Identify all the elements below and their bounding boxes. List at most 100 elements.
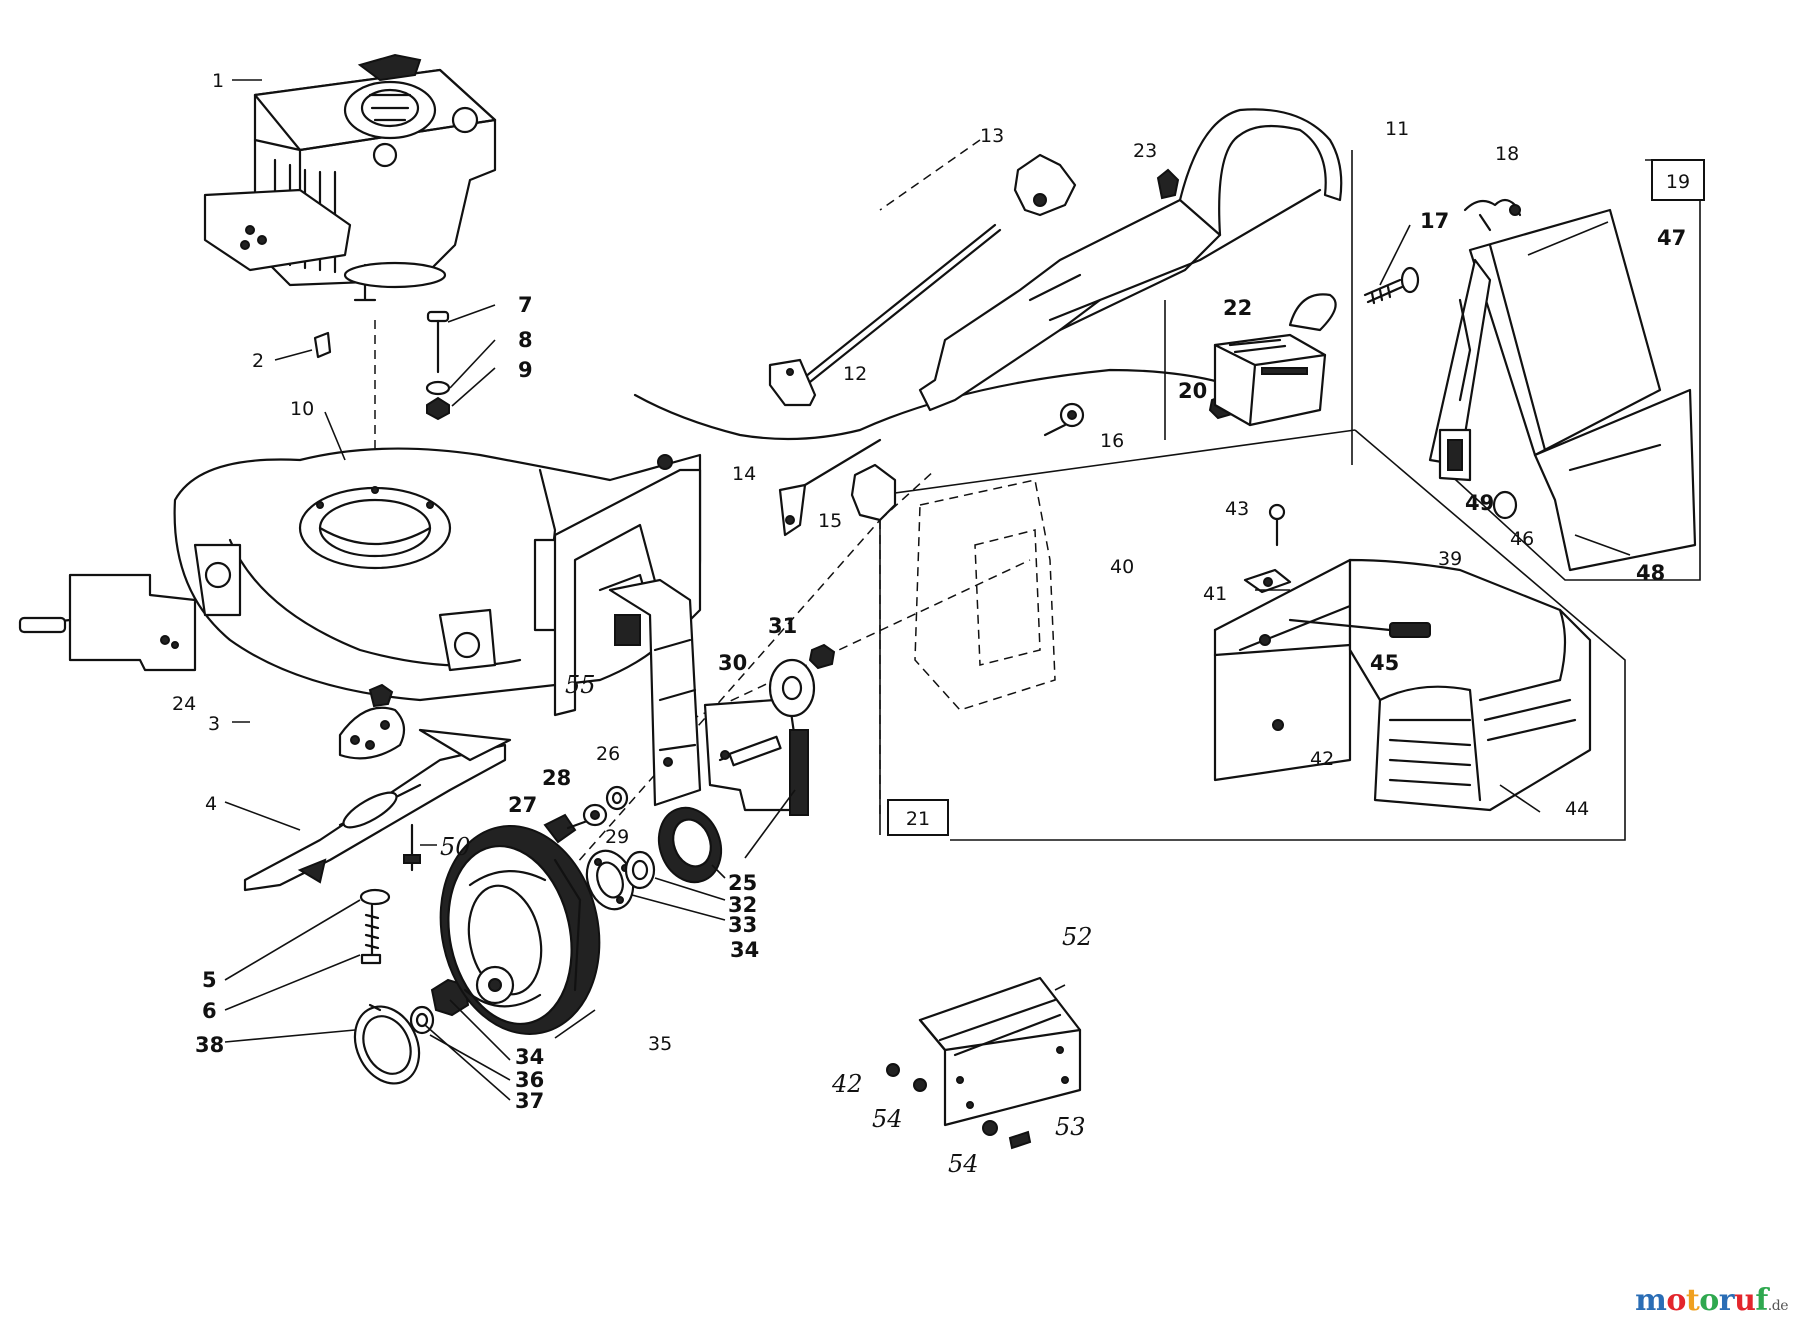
part-label-28: 28: [542, 766, 571, 790]
bracket-part-49: [1438, 428, 1472, 482]
part-label-50: 50: [440, 833, 471, 861]
part-label-31: 31: [768, 614, 797, 638]
watermark-letter: t: [1685, 1283, 1700, 1318]
part-label-34-lower: 34: [515, 1045, 544, 1069]
rear-flap-part-47: [1428, 208, 1662, 467]
part-label-45: 45: [1370, 651, 1399, 675]
part-label-24: 24: [172, 693, 196, 715]
part-label-41: 41: [1203, 583, 1227, 605]
hub-cap-part-38: [353, 1003, 421, 1085]
part-label-26: 26: [596, 743, 620, 765]
part-label-12: 12: [843, 363, 867, 385]
part-label-33: 33: [728, 913, 757, 937]
spacer-part-33: [624, 850, 656, 890]
watermark-tld: .de: [1767, 1298, 1789, 1314]
nut-part-36: [430, 978, 470, 1017]
part-label-20: 20: [1178, 379, 1207, 403]
part-label-35: 35: [648, 1033, 672, 1055]
clamp-part-41: [1243, 568, 1292, 594]
control-cable: [633, 368, 1232, 441]
part-label-17: 17: [1420, 209, 1449, 233]
bag-frame-part-40: [914, 479, 1056, 711]
part-label-2: 2: [252, 350, 264, 372]
part-labels: 1 2 3 4 5 6 7 8 9 10 11 12 13 14 15 16 1…: [172, 70, 1686, 1178]
part-label-5: 5: [202, 968, 217, 992]
part-label-42: 42: [1310, 748, 1334, 770]
knob-part-13: [1013, 153, 1077, 217]
part-label-54-upper: 54: [872, 1105, 903, 1133]
part-label-8: 8: [518, 328, 533, 352]
wheel-part-35: [439, 825, 601, 1035]
bolt-part-17: [1363, 266, 1420, 305]
bolt-part-45: [1259, 618, 1431, 731]
bag-part-44: [1348, 558, 1592, 812]
spring-part-18: [1463, 198, 1522, 232]
part-label-30: 30: [718, 651, 747, 675]
part-label-43: 43: [1225, 498, 1249, 520]
part-label-37: 37: [515, 1089, 544, 1113]
bolt-parts-5-6: [359, 888, 391, 965]
part-label-44: 44: [1565, 798, 1589, 820]
part-label-19: 19: [1666, 171, 1690, 193]
clip-part-23: [1156, 168, 1180, 200]
rod-part-12: [768, 223, 1002, 407]
part-label-54-lower: 54: [948, 1150, 979, 1178]
side-flap-part-24: [18, 573, 197, 672]
part-label-39: 39: [1438, 548, 1462, 570]
watermark-letter: f: [1755, 1283, 1768, 1318]
part-label-48: 48: [1636, 561, 1665, 585]
part-label-4: 4: [205, 793, 217, 815]
part-label-36: 36: [515, 1068, 544, 1092]
plate-part-25: [703, 698, 809, 816]
switch-box-part-22: [1213, 293, 1337, 427]
washer-part-54-upper: [913, 1078, 927, 1092]
part-label-55: 55: [565, 671, 596, 699]
part-label-40: 40: [1110, 556, 1134, 578]
bolt-part-43: [1268, 503, 1286, 547]
part-label-52: 52: [1062, 923, 1093, 951]
watermark-brand: motoruf: [1635, 1283, 1768, 1318]
knob-part-15: [850, 463, 897, 522]
guard-part-52: [918, 976, 1082, 1127]
part-label-11: 11: [1385, 118, 1409, 140]
part-label-29: 29: [605, 826, 629, 848]
part-label-18: 18: [1495, 143, 1519, 165]
part-label-49: 49: [1465, 491, 1494, 515]
watermark-letter: u: [1734, 1283, 1756, 1318]
part-label-7: 7: [518, 293, 533, 317]
part-label-34: 34: [730, 938, 759, 962]
part-label-10: 10: [290, 398, 314, 420]
blade-adapter-part-3: [338, 683, 406, 760]
washer-part-54-lower: [982, 1120, 998, 1136]
bolt-part-50: [403, 823, 421, 872]
part-label-3: 3: [208, 713, 220, 735]
part-label-6: 6: [202, 999, 217, 1023]
part-label-23: 23: [1133, 140, 1157, 162]
blade-part-4: [243, 728, 512, 892]
collar-part-32: [657, 806, 723, 884]
part-label-38: 38: [195, 1033, 224, 1057]
watermark-letter: o: [1699, 1283, 1719, 1318]
label-box-19: 19: [1651, 159, 1705, 201]
part-label-27: 27: [508, 793, 537, 817]
engine-part-1: [203, 53, 497, 302]
cap-part-46: [1492, 490, 1518, 520]
part-label-16: 16: [1100, 430, 1124, 452]
part-label-21: 21: [906, 808, 930, 830]
bracket-part-26: [608, 578, 702, 807]
watermark-letter: m: [1635, 1283, 1667, 1318]
part-label-9: 9: [518, 358, 533, 382]
part-label-32: 32: [728, 893, 757, 917]
nut-part-42-lower: [886, 1063, 900, 1077]
mower-deck-part-10: [173, 447, 702, 717]
height-lever-part-14: [778, 438, 882, 537]
handle-part-11: [918, 108, 1343, 412]
watermark-logo: motoruf.de: [1635, 1283, 1788, 1318]
leader-lines: [224, 79, 1631, 1101]
part-label-53: 53: [1055, 1113, 1086, 1141]
part-label-1: 1: [212, 70, 224, 92]
part-label-47: 47: [1657, 226, 1686, 250]
washer-part-29: [605, 785, 629, 811]
part-label-25: 25: [728, 871, 757, 895]
